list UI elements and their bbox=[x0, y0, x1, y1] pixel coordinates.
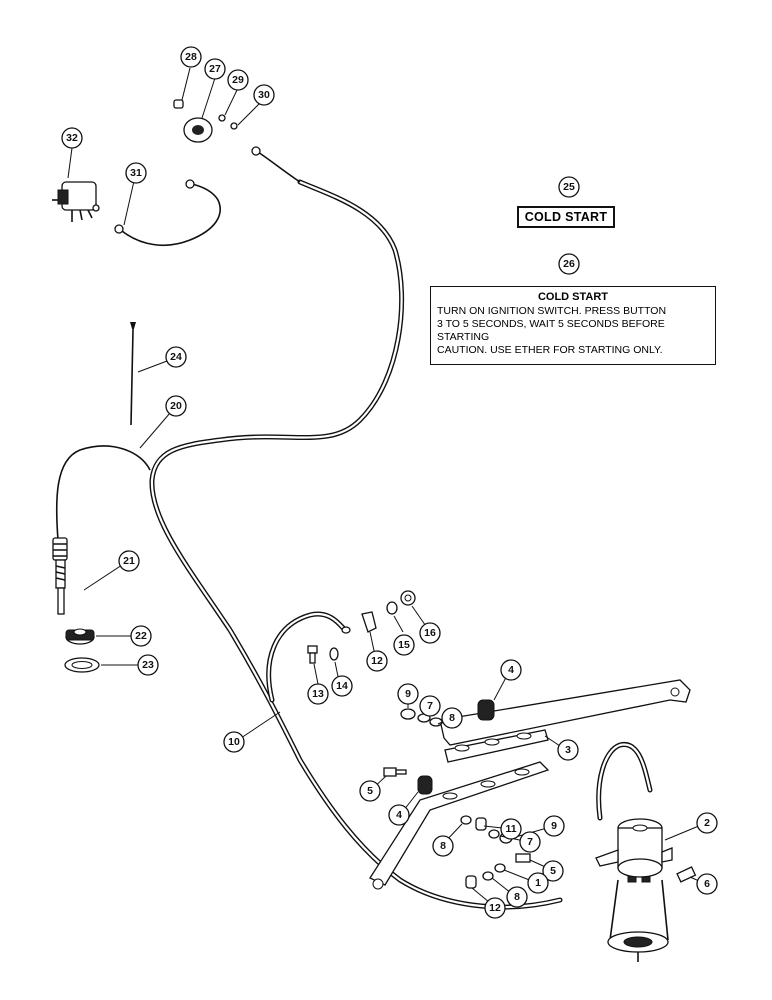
svg-text:4: 4 bbox=[508, 664, 514, 676]
svg-text:28: 28 bbox=[185, 51, 197, 63]
ignition-switch bbox=[52, 181, 100, 222]
callout-21: 21 bbox=[118, 550, 140, 572]
bracket-3 bbox=[369, 679, 691, 890]
push-button bbox=[173, 99, 238, 143]
primer-fitting bbox=[52, 537, 68, 615]
callout-26: 26 bbox=[558, 253, 580, 275]
nut-22 bbox=[65, 628, 95, 645]
svg-text:8: 8 bbox=[449, 712, 455, 724]
clamp-4 bbox=[417, 699, 495, 795]
instruction-line: CAUTION. USE ETHER FOR STARTING ONLY. bbox=[437, 344, 663, 356]
svg-text:31: 31 bbox=[130, 167, 142, 179]
callout-29: 29 bbox=[227, 69, 249, 91]
hardware bbox=[307, 590, 697, 889]
svg-text:7: 7 bbox=[527, 836, 533, 848]
callout-1: 1 bbox=[527, 872, 549, 894]
callout-5-left: 5 bbox=[359, 780, 381, 802]
callout-12-lower: 12 bbox=[484, 897, 506, 919]
svg-text:24: 24 bbox=[170, 351, 182, 363]
callout-30: 30 bbox=[253, 84, 275, 106]
cold-start-decal: COLD START bbox=[517, 206, 615, 228]
callout-8-lower: 8 bbox=[506, 886, 528, 908]
svg-text:3: 3 bbox=[565, 744, 571, 756]
callout-24: 24 bbox=[165, 346, 187, 368]
instruction-line: TURN ON IGNITION SWITCH. PRESS BUTTON bbox=[437, 305, 667, 317]
svg-text:10: 10 bbox=[228, 736, 240, 748]
leader-lines bbox=[67, 67, 707, 908]
callout-15: 15 bbox=[393, 634, 415, 656]
svg-text:20: 20 bbox=[170, 400, 182, 412]
callout-22: 22 bbox=[130, 625, 152, 647]
svg-text:23: 23 bbox=[142, 659, 154, 671]
ground-wire bbox=[114, 179, 221, 247]
callout-23: 23 bbox=[137, 654, 159, 676]
instruction-line: 3 TO 5 SECONDS, WAIT 5 SECONDS BEFORE bbox=[437, 318, 665, 330]
solenoid bbox=[595, 742, 673, 962]
svg-text:22: 22 bbox=[135, 630, 147, 642]
callout-12-upper: 12 bbox=[366, 650, 388, 672]
loop-wire bbox=[266, 611, 348, 703]
svg-text:8: 8 bbox=[440, 840, 446, 852]
callout-14: 14 bbox=[331, 675, 353, 697]
callout-9-upper: 9 bbox=[397, 683, 419, 705]
tube-20 bbox=[55, 445, 151, 541]
cold-start-instruction-decal: COLD START TURN ON IGNITION SWITCH. PRES… bbox=[430, 286, 716, 365]
callout-16: 16 bbox=[419, 622, 441, 644]
svg-text:6: 6 bbox=[704, 878, 710, 890]
callout-6: 6 bbox=[696, 873, 718, 895]
svg-text:2: 2 bbox=[704, 817, 710, 829]
callout-2: 2 bbox=[696, 812, 718, 834]
instruction-line: STARTING bbox=[437, 331, 490, 343]
cable-tie bbox=[130, 322, 136, 426]
callout-8-left: 8 bbox=[432, 835, 454, 857]
callout-8-upper: 8 bbox=[441, 707, 463, 729]
gasket-23 bbox=[64, 657, 100, 673]
svg-text:11: 11 bbox=[505, 823, 516, 835]
svg-text:12: 12 bbox=[489, 902, 501, 914]
callout-4-lower: 4 bbox=[388, 804, 410, 826]
callout-20: 20 bbox=[165, 395, 187, 417]
svg-text:32: 32 bbox=[66, 132, 78, 144]
svg-text:12: 12 bbox=[371, 655, 383, 667]
svg-text:27: 27 bbox=[209, 63, 221, 75]
callout-3: 3 bbox=[557, 739, 579, 761]
svg-text:1: 1 bbox=[535, 877, 541, 889]
callout-9-lower: 9 bbox=[543, 815, 565, 837]
svg-text:8: 8 bbox=[514, 891, 520, 903]
svg-text:14: 14 bbox=[336, 680, 348, 692]
callout-25: 25 bbox=[558, 176, 580, 198]
svg-text:9: 9 bbox=[551, 820, 557, 832]
svg-text:5: 5 bbox=[550, 865, 556, 877]
callout-27: 27 bbox=[204, 58, 226, 80]
callout-11: 11 bbox=[500, 818, 522, 840]
svg-text:29: 29 bbox=[232, 74, 244, 86]
callout-13: 13 bbox=[307, 683, 329, 705]
svg-text:15: 15 bbox=[398, 639, 410, 651]
callouts: 28 27 29 30 32 31 25 26 24 20 21 22 23 1… bbox=[61, 46, 718, 919]
callout-10: 10 bbox=[223, 731, 245, 753]
callout-28: 28 bbox=[180, 46, 202, 68]
svg-text:26: 26 bbox=[563, 258, 575, 270]
callout-5-right: 5 bbox=[542, 860, 564, 882]
instruction-heading: COLD START bbox=[537, 291, 609, 303]
svg-text:7: 7 bbox=[427, 700, 433, 712]
svg-text:16: 16 bbox=[424, 627, 436, 639]
svg-text:25: 25 bbox=[563, 181, 575, 193]
callout-31: 31 bbox=[125, 162, 147, 184]
svg-text:13: 13 bbox=[312, 688, 324, 700]
callout-7-upper: 7 bbox=[419, 695, 441, 717]
main-cable bbox=[149, 146, 563, 910]
svg-text:4: 4 bbox=[396, 809, 402, 821]
callout-4-upper: 4 bbox=[500, 659, 522, 681]
svg-text:5: 5 bbox=[367, 785, 373, 797]
callout-7-lower: 7 bbox=[519, 831, 541, 853]
svg-text:30: 30 bbox=[258, 89, 270, 101]
svg-text:9: 9 bbox=[405, 688, 411, 700]
svg-text:21: 21 bbox=[123, 555, 135, 567]
callout-32: 32 bbox=[61, 127, 83, 149]
